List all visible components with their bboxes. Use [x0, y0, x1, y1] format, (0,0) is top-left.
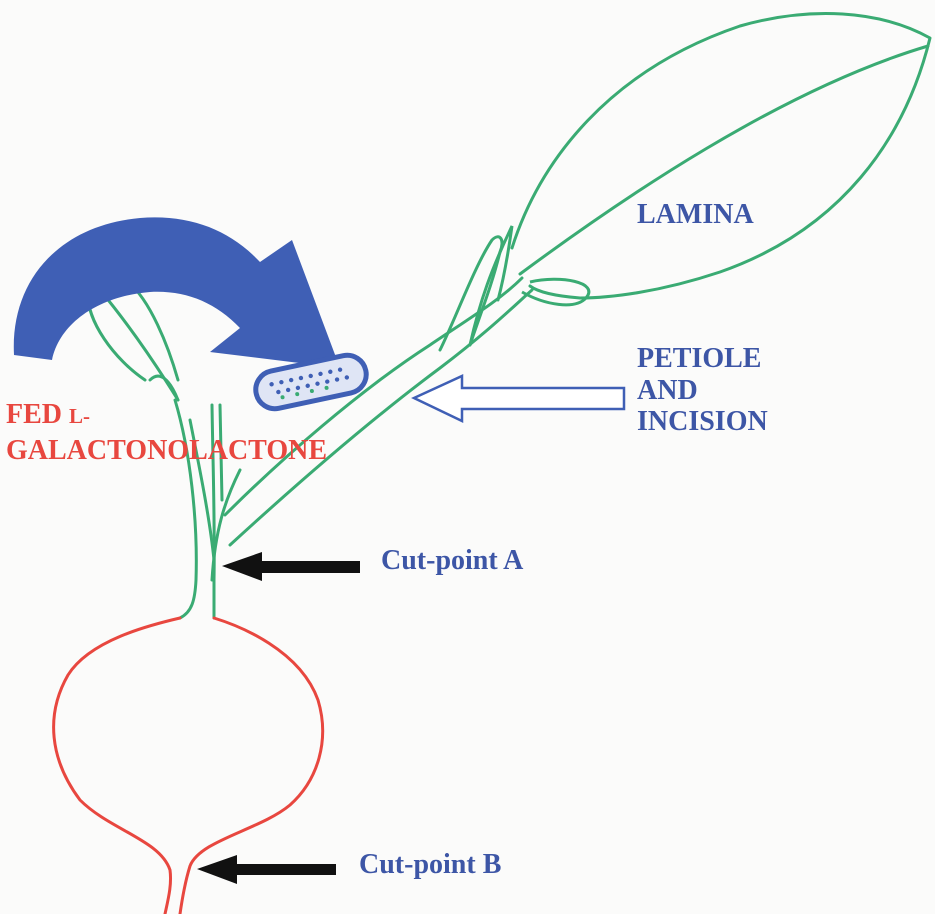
- fed-label-line1: FED L-: [6, 397, 327, 433]
- petiole-label-line2: AND: [637, 375, 768, 407]
- hollow-arrow-icon: [414, 376, 624, 421]
- petiole-incision-label: PETIOLE AND INCISION: [637, 343, 768, 438]
- fed-label-main: FED: [6, 399, 69, 430]
- lamina-label: LAMINA: [637, 200, 754, 229]
- fed-galactonolactone-label: FED L- GALACTONOLACTONE: [6, 397, 327, 470]
- curved-arrow-icon: [14, 217, 340, 368]
- cut-point-a-arrow-icon: [222, 552, 360, 581]
- petiole-label-line3: INCISION: [637, 406, 768, 438]
- stipule-leaf: [522, 279, 589, 305]
- lamina-leaf: [512, 14, 930, 299]
- cut-point-b-label: Cut-point B: [359, 850, 501, 879]
- cut-point-b-arrow-icon: [197, 855, 336, 884]
- cut-point-a-label: Cut-point A: [381, 546, 523, 575]
- fed-label-small: L-: [69, 404, 90, 428]
- fed-label-line2: GALACTONOLACTONE: [6, 433, 327, 469]
- petiole-label-line1: PETIOLE: [637, 343, 768, 375]
